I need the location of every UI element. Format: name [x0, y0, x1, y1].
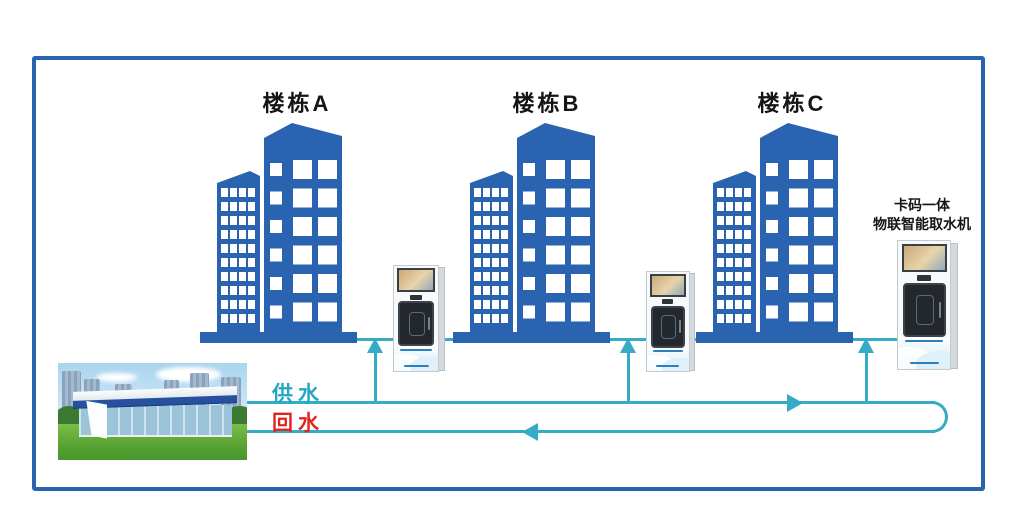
machine-door	[397, 301, 435, 347]
machine-splash-graphic	[647, 348, 689, 371]
machine-screen	[901, 243, 947, 272]
machine-caption-line2: 物联智能取水机	[873, 216, 971, 232]
splash-text-bar	[400, 348, 433, 351]
water-dispenser-b	[646, 271, 695, 372]
splash-text-bar	[656, 365, 680, 368]
diagram-border	[32, 56, 985, 491]
left-arrow-icon	[522, 423, 538, 441]
pipe-uturn	[920, 401, 948, 433]
machine-door	[650, 305, 685, 349]
machine-control-panel	[898, 273, 950, 283]
building-c-label: 楼栋C	[757, 91, 827, 116]
card-reader	[917, 275, 931, 281]
bottle-icon	[661, 315, 676, 339]
machine-front	[646, 271, 690, 372]
machine-caption-line1: 卡码一体	[894, 197, 950, 213]
wave-shape	[409, 357, 439, 371]
door-handle	[938, 301, 941, 318]
branch-pipe-c	[865, 352, 868, 402]
right-arrow-icon	[787, 394, 803, 412]
supply-pipe	[244, 401, 935, 404]
water-station-photo	[58, 363, 247, 460]
door-handle	[428, 316, 431, 330]
bottle-icon	[915, 295, 934, 325]
cloud	[95, 372, 138, 383]
splash-text-bar	[403, 365, 429, 368]
machine-splash-graphic	[394, 346, 439, 371]
machine-front	[897, 240, 952, 370]
card-reader	[662, 299, 674, 304]
up-arrow-icon	[858, 338, 874, 353]
bottle-icon	[409, 311, 425, 337]
branch-pipe-b	[627, 352, 630, 402]
machine-caption: 卡码一体 物联智能取水机	[857, 196, 987, 234]
machine-control-panel	[394, 293, 438, 301]
building-a-icon	[200, 123, 357, 343]
card-reader	[410, 294, 422, 300]
splash-text-bar	[909, 361, 939, 364]
branch-pipe-a	[374, 352, 377, 402]
wave-shape	[916, 351, 951, 369]
up-arrow-icon	[620, 338, 636, 353]
machine-screen	[397, 268, 436, 293]
machine-front	[393, 265, 440, 372]
return-label: 回水	[272, 412, 324, 435]
return-pipe	[244, 430, 935, 433]
wave-shape	[661, 358, 689, 371]
station-corner-pillar	[86, 400, 108, 439]
water-dispenser-a	[393, 265, 445, 372]
building-b-icon	[453, 123, 610, 343]
building-a-label: 楼栋A	[262, 91, 332, 116]
machine-screen	[649, 274, 686, 297]
splash-text-bar	[652, 350, 683, 353]
door-handle	[678, 320, 681, 333]
supply-label: 供水	[272, 383, 324, 406]
splash-text-bar	[905, 340, 943, 343]
machine-control-panel	[647, 298, 689, 306]
machine-splash-graphic	[898, 337, 951, 369]
building-c-icon	[696, 123, 853, 343]
building-b-label: 楼栋B	[512, 91, 582, 116]
water-dispenser-c	[897, 240, 958, 370]
up-arrow-icon	[367, 338, 383, 353]
machine-door	[902, 283, 946, 338]
